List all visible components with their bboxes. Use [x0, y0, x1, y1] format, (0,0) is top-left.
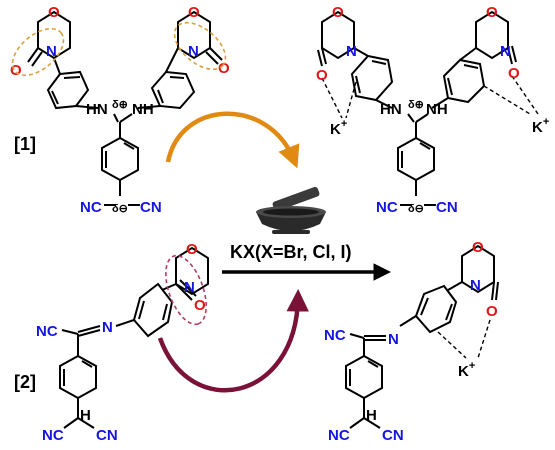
o-atom: O: [472, 239, 484, 256]
curved-arrow-orange: [165, 111, 300, 169]
n-atom: N: [346, 43, 357, 60]
complex-2-structure: [345, 244, 499, 429]
potassium-ion: K+: [330, 118, 347, 138]
nc-group: NC: [80, 199, 102, 216]
n-atom: N: [388, 331, 399, 348]
mortar-and-pestle-icon: [256, 186, 326, 234]
compound-2-structure: [59, 246, 209, 429]
compound-2-label: [2]: [14, 372, 36, 392]
nc-group: NC: [324, 327, 346, 344]
nc-group: NC: [36, 323, 58, 340]
n-atom: N: [184, 279, 195, 296]
nc-group: NC: [42, 427, 64, 444]
highlight-ellipse: [11, 27, 65, 77]
o-atom: O: [218, 60, 230, 77]
compound-1-structure: [27, 10, 223, 206]
nh-group: NH: [132, 101, 154, 118]
nc-group: NC: [376, 199, 398, 216]
delta-minus-label: δ⊖: [112, 203, 128, 215]
highlight-ellipse: [165, 254, 207, 326]
o-atom: O: [508, 65, 520, 82]
reagent-label: KX(X=Br, Cl, I): [230, 242, 352, 262]
o-atom: O: [332, 4, 344, 21]
cn-group: CN: [382, 427, 404, 444]
o-atom: O: [186, 241, 198, 258]
complex-2-dashes: [437, 319, 491, 359]
highlight-ellipse: [173, 21, 227, 71]
h-atom: H: [366, 407, 377, 424]
n-atom: N: [102, 319, 113, 336]
curved-arrow-crimson: [157, 289, 309, 393]
compound-2-labels: N O O N NC H NC CN [2]: [14, 241, 206, 444]
cn-group: CN: [96, 427, 118, 444]
complex-1-structure: [317, 10, 517, 206]
delta-plus-label: δ⊕: [112, 99, 128, 111]
cn-group: CN: [436, 199, 458, 216]
complex-1-labels: N O O N O O HN NH δ⊕ NC CN δ⊖ K+ K+: [316, 4, 549, 216]
n-atom: N: [188, 43, 199, 60]
n-atom: N: [500, 43, 511, 60]
o-atom: O: [188, 4, 200, 21]
complex-2-labels: N O O N NC H NC CN K+: [324, 239, 498, 444]
o-atom: O: [194, 297, 206, 314]
n-atom: N: [46, 43, 57, 60]
o-atom: O: [486, 4, 498, 21]
potassium-ion: K+: [458, 360, 475, 380]
complex-1-dashes: [321, 75, 539, 119]
h-atom: H: [80, 407, 91, 424]
potassium-ion: K+: [532, 116, 549, 136]
compound-1-label: [1]: [14, 134, 36, 154]
cn-group: CN: [140, 199, 162, 216]
n-atom: N: [470, 277, 481, 294]
o-atom: O: [48, 4, 60, 21]
hn-group: HN: [380, 101, 402, 118]
o-atom: O: [486, 303, 498, 320]
nc-group: NC: [328, 427, 350, 444]
delta-minus-label: δ⊖: [408, 203, 424, 215]
o-atom: O: [316, 67, 328, 84]
compound-1-labels: N O O N O O HN NH δ⊕ NC CN δ⊖ [1]: [10, 4, 230, 216]
o-atom: O: [10, 62, 22, 79]
nh-group: NH: [426, 101, 448, 118]
hn-group: HN: [86, 101, 108, 118]
delta-plus-label: δ⊕: [408, 99, 424, 111]
